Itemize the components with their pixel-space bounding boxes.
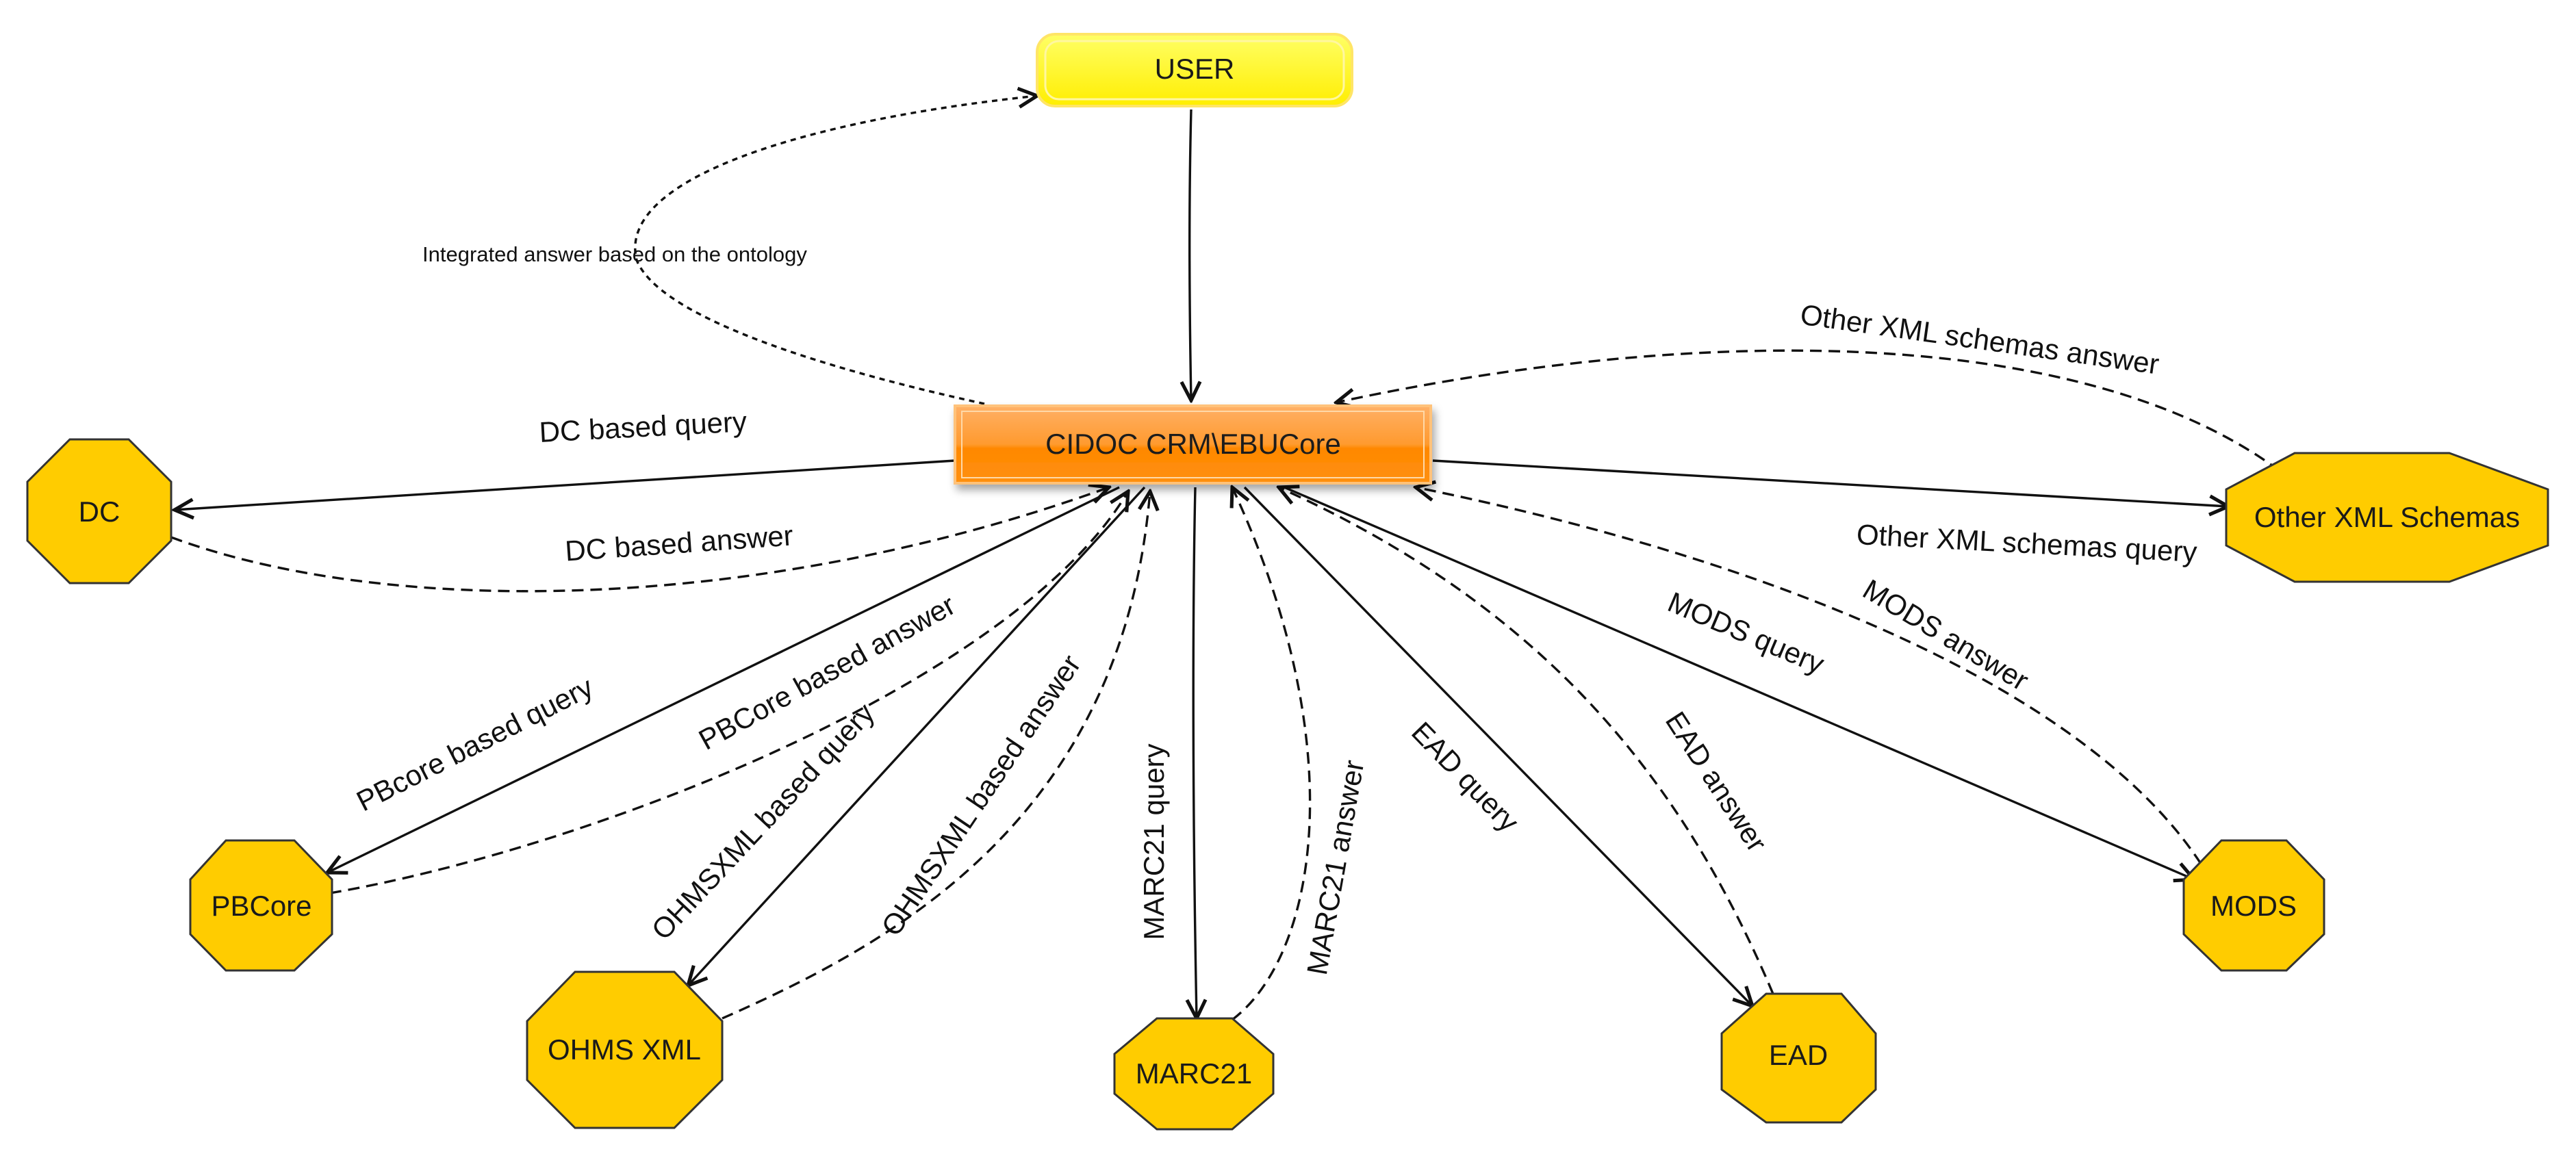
label-mods-answer: MODS answer xyxy=(1857,573,2034,697)
edge-mods-query xyxy=(1284,486,2194,879)
mods-node-label: MODS xyxy=(2210,890,2297,922)
hub-node[interactable]: CIDOC CRM\EBUCore xyxy=(954,404,1432,485)
edge-user-query xyxy=(1190,109,1191,400)
nodes: USER CIDOC CRM\EBUCore DC PBCore OHMS XM… xyxy=(26,33,2549,1131)
edge-dc-query xyxy=(175,459,956,510)
label-mods-query: MODS query xyxy=(1663,586,1829,680)
label-other-answer: Other XML schemas answer xyxy=(1798,298,2161,381)
ead-node-label: EAD xyxy=(1769,1039,1828,1071)
label-pbcore-query: PBcore based query xyxy=(351,671,598,818)
marc21-node[interactable]: MARC21 xyxy=(1113,1017,1275,1131)
edge-mods-answer xyxy=(1416,487,2202,864)
user-node[interactable]: USER xyxy=(1036,33,1353,107)
label-marc21-query: MARC21 query xyxy=(1138,743,1170,940)
label-dc-query: DC based query xyxy=(538,405,748,448)
edge-user-answer xyxy=(634,96,1037,405)
edge-pbcore-answer xyxy=(329,491,1128,895)
edge-pbcore-query xyxy=(327,486,1120,873)
label-user-answer: Integrated answer based on the ontology xyxy=(422,242,807,266)
ohms-node[interactable]: OHMS XML xyxy=(526,970,724,1129)
label-ohms-answer: OHMSXML based answer xyxy=(875,649,1087,942)
edges xyxy=(170,96,2281,1021)
user-node-label: USER xyxy=(1155,53,1235,85)
edge-other-answer xyxy=(1336,349,2281,472)
edge-ohms-answer xyxy=(722,491,1150,1020)
edge-marc21-query xyxy=(1193,487,1197,1018)
pbcore-node[interactable]: PBCore xyxy=(189,839,333,972)
label-ead-answer: EAD answer xyxy=(1659,706,1774,857)
hub-node-label: CIDOC CRM\EBUCore xyxy=(1045,428,1341,460)
label-marc21-answer: MARC21 answer xyxy=(1301,758,1370,977)
other-xml-schemas-node-label: Other XML Schemas xyxy=(2254,501,2520,533)
edge-ead-query xyxy=(1243,486,1752,1006)
label-dc-answer: DC based answer xyxy=(564,519,794,567)
edge-marc21-answer xyxy=(1232,487,1312,1021)
pbcore-node-label: PBCore xyxy=(211,890,311,922)
edge-other-query xyxy=(1432,459,2228,506)
marc21-node-label: MARC21 xyxy=(1136,1057,1252,1090)
dc-node[interactable]: DC xyxy=(26,438,173,584)
mods-node[interactable]: MODS xyxy=(2182,839,2325,972)
other-xml-schemas-node[interactable]: Other XML Schemas xyxy=(2225,452,2549,583)
edge-labels: Integrated answer based on the ontology … xyxy=(351,242,2197,977)
label-ead-query: EAD query xyxy=(1405,716,1525,838)
ohms-node-label: OHMS XML xyxy=(548,1033,701,1066)
ead-node[interactable]: EAD xyxy=(1720,992,1877,1124)
edge-ead-answer xyxy=(1279,487,1774,994)
label-ohms-query: OHMSXML based query xyxy=(646,697,881,946)
label-other-query: Other XML schemas query xyxy=(1856,518,2198,568)
edge-ohms-query xyxy=(688,486,1146,986)
dc-node-label: DC xyxy=(79,496,120,528)
